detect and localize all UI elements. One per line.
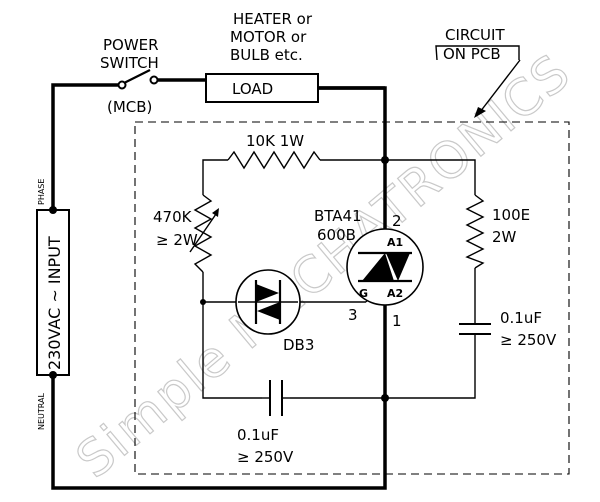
input-box xyxy=(36,206,70,379)
pcb-pointer-arrow xyxy=(435,45,521,118)
diac-label: DB3 xyxy=(283,336,314,354)
pcb-boundary xyxy=(134,121,570,475)
pin-a1-label: A1 xyxy=(387,236,403,249)
potentiometer-470k xyxy=(189,194,219,273)
pin-g-label: G xyxy=(359,287,368,300)
triac-symbol xyxy=(346,228,424,306)
resistor-100e-value: 100E xyxy=(492,206,530,224)
diac-symbol xyxy=(235,269,301,335)
pin-1-label: 1 xyxy=(392,312,402,330)
capacitor-snubber xyxy=(459,318,491,338)
load-desc-line1: HEATER or xyxy=(233,10,313,28)
capacitor-bottom xyxy=(262,380,290,416)
main-power-loop xyxy=(51,78,387,490)
cap-bottom-rating: ≥ 250V xyxy=(237,448,294,466)
mcb-label: (MCB) xyxy=(107,98,152,116)
load-label: LOAD xyxy=(232,80,273,98)
cap-bottom-value: 0.1uF xyxy=(237,426,279,444)
pot-rating-label: ≥ 2W xyxy=(156,231,198,249)
resistor-10k-label: 10K 1W xyxy=(246,132,304,150)
load-desc-line3: BULB etc. xyxy=(230,46,303,64)
circuit-pcb-line2: ON PCB xyxy=(443,45,501,63)
load-box xyxy=(205,73,319,103)
circuit-pcb-line1: CIRCUIT xyxy=(445,26,505,44)
power-switch-line2: SWITCH xyxy=(100,54,159,72)
power-switch-symbol xyxy=(117,69,159,90)
power-switch-line1: POWER xyxy=(103,36,159,54)
triac-part-label: BTA41 xyxy=(314,207,362,225)
cap-snubber-rating: ≥ 250V xyxy=(500,331,557,349)
junction-dots xyxy=(200,156,389,402)
load-desc-line2: MOTOR or xyxy=(230,28,307,46)
triac-series-label: 600B xyxy=(317,226,356,244)
resistor-10k xyxy=(227,150,321,170)
resistor-100e xyxy=(465,194,485,269)
pot-value-label: 470K xyxy=(153,208,193,226)
input-label: 230VAC ∼ INPUT xyxy=(45,236,64,370)
circuit-wires xyxy=(202,159,476,399)
resistor-100e-rating: 2W xyxy=(492,228,517,246)
pin-3-label: 3 xyxy=(348,306,358,324)
pin-a2-label: A2 xyxy=(387,287,403,300)
cap-snubber-value: 0.1uF xyxy=(500,309,542,327)
phase-label: PHASE xyxy=(37,179,46,205)
pin-2-label: 2 xyxy=(392,212,402,230)
neutral-label: NEUTRAL xyxy=(37,393,46,430)
